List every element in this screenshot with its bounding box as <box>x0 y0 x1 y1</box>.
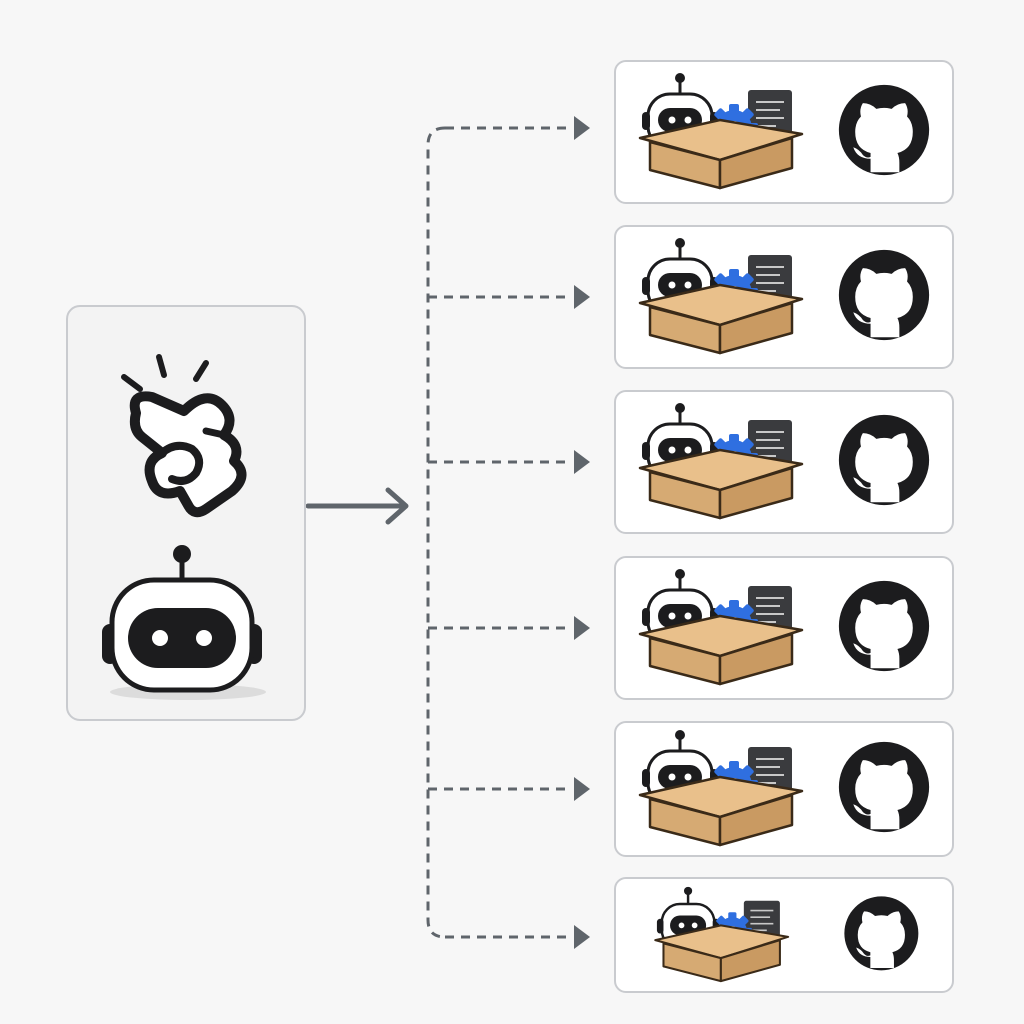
branch-arrowhead <box>574 285 590 309</box>
source-panel <box>66 305 306 721</box>
output-card <box>614 225 954 369</box>
dashed-trunk <box>426 126 446 939</box>
github-icon <box>836 247 932 347</box>
branch-arrowhead <box>574 116 590 140</box>
robot-icon <box>102 545 266 700</box>
finger-snap-icon <box>121 354 247 518</box>
robot-in-box-icon <box>636 729 806 853</box>
main-arrow-head <box>385 487 409 525</box>
branch-arrowhead <box>574 777 590 801</box>
output-card <box>614 390 954 534</box>
output-card <box>614 721 954 857</box>
robot-in-box-icon <box>652 886 791 988</box>
github-icon <box>836 82 932 182</box>
robot-in-box-icon <box>636 402 806 526</box>
github-icon <box>836 578 932 678</box>
robot-in-box-icon <box>636 72 806 196</box>
github-icon <box>842 894 921 977</box>
robot-in-box-icon <box>636 568 806 692</box>
branch-arrowhead <box>574 616 590 640</box>
output-card <box>614 556 954 700</box>
github-icon <box>836 739 932 839</box>
branch-arrowhead <box>574 925 590 949</box>
output-card <box>614 877 954 993</box>
github-icon <box>836 412 932 512</box>
branch-arrowhead <box>574 450 590 474</box>
robot-in-box-icon <box>636 237 806 361</box>
output-card <box>614 60 954 204</box>
